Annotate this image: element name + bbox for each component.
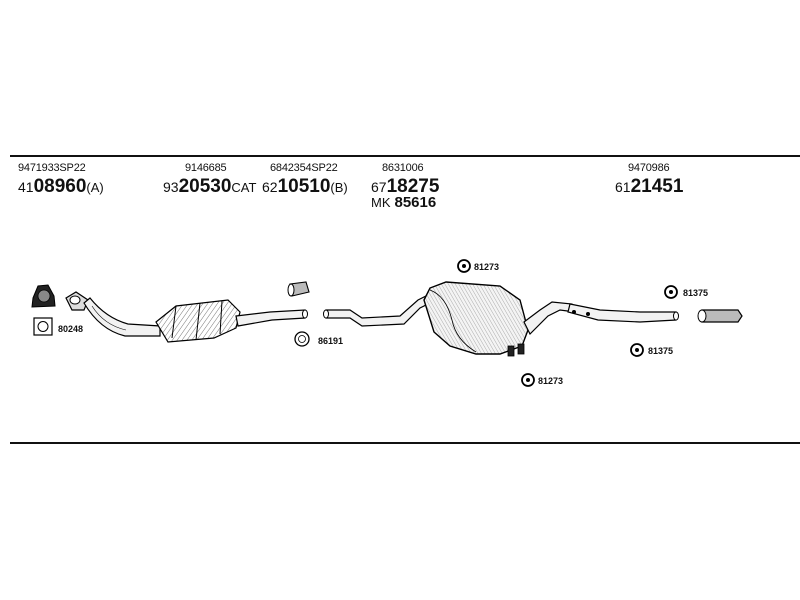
oe-number-3: 6842354SP22 xyxy=(270,162,338,174)
top-divider xyxy=(10,155,800,157)
oe-number-4: 8631006 xyxy=(382,162,424,174)
part-number-2: 9320530CAT xyxy=(163,176,256,198)
part-main-2: 20530 xyxy=(178,176,232,197)
gasket-icon xyxy=(33,317,53,336)
part-suffix-3: (B) xyxy=(330,180,348,195)
part-suffix-2: CAT xyxy=(231,180,257,195)
hanger-icon-lower xyxy=(521,373,535,387)
label-hanger-upper: 81273 xyxy=(474,262,500,272)
ring-clamp-icon xyxy=(294,331,310,347)
hanger-icon-rear-upper xyxy=(664,285,678,299)
catalytic-converter-icon xyxy=(155,299,308,343)
part-main-4: 18275 xyxy=(386,176,440,197)
label-gasket: 80248 xyxy=(58,324,84,334)
part-number-1: 4108960(A) xyxy=(18,176,104,198)
part-number-4: 6718275 xyxy=(371,176,439,198)
part-number-5: 6121451 xyxy=(615,176,683,198)
rear-silencer-icon xyxy=(423,281,576,357)
part-prefix-4: 67 xyxy=(371,179,387,195)
label-hanger-rear-lower: 81375 xyxy=(648,346,674,356)
oe-number-5: 9470986 xyxy=(628,162,670,174)
label-hanger-lower: 81273 xyxy=(538,376,564,386)
part-main-3: 10510 xyxy=(277,176,331,197)
mk-main: 85616 xyxy=(394,194,437,211)
connector-sleeve-icon xyxy=(287,281,310,297)
hanger-icon-upper xyxy=(457,259,471,273)
part-prefix-2: 93 xyxy=(163,179,179,195)
part-main-5: 21451 xyxy=(630,176,684,197)
part-number-3: 6210510(B) xyxy=(262,176,348,198)
hanger-icon-rear-lower xyxy=(630,343,644,357)
label-ring-clamp: 86191 xyxy=(318,336,344,346)
front-mount-icon xyxy=(31,284,56,308)
oe-number-2: 9146685 xyxy=(185,162,227,174)
part-prefix-3: 62 xyxy=(262,179,278,195)
oe-number-1: 9471933SP22 xyxy=(18,162,86,174)
bottom-divider xyxy=(10,442,800,444)
front-pipe-icon xyxy=(65,291,161,337)
part-prefix-5: 61 xyxy=(615,179,631,195)
tail-trim-icon xyxy=(697,309,743,323)
intermediate-pipe-icon xyxy=(323,293,433,327)
tail-pipe-icon xyxy=(567,303,679,323)
part-main-1: 08960 xyxy=(33,176,87,197)
mk-prefix: MK xyxy=(371,195,391,210)
part-prefix-1: 41 xyxy=(18,179,34,195)
label-hanger-rear-upper: 81375 xyxy=(683,288,709,298)
part-suffix-1: (A) xyxy=(86,180,104,195)
